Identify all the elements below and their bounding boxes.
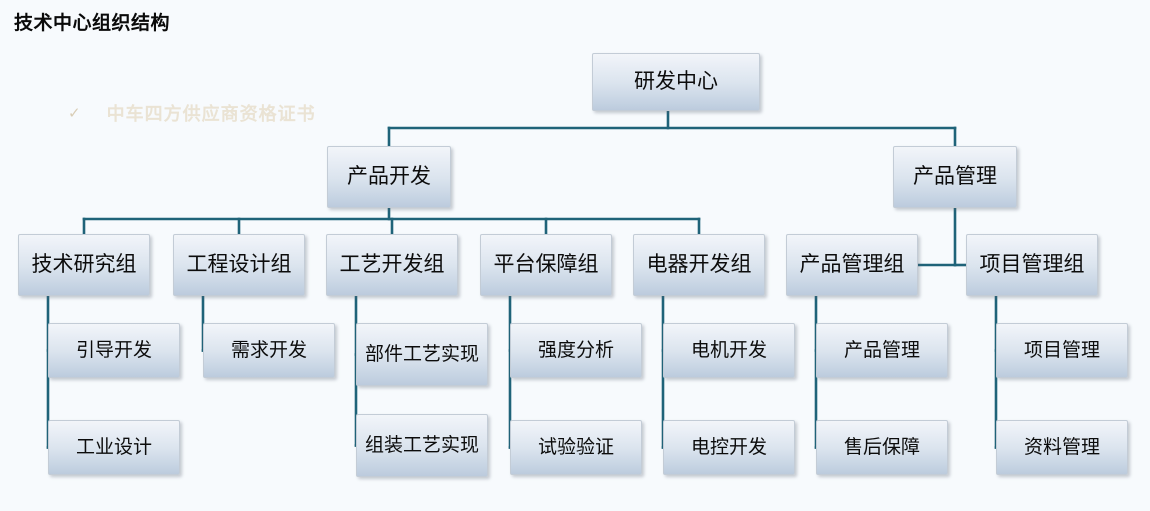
org-node-label: 工程设计组 xyxy=(187,253,292,277)
org-node-label: 引导开发 xyxy=(76,340,152,361)
org-node[interactable]: 组装工艺实现 xyxy=(356,414,488,477)
org-node[interactable]: 项目管理 xyxy=(996,323,1128,378)
org-node[interactable]: 电器开发组 xyxy=(633,234,765,296)
org-node[interactable]: 电控开发 xyxy=(663,420,795,475)
org-node-label: 项目管理 xyxy=(1024,340,1100,361)
org-node-label: 强度分析 xyxy=(538,340,614,361)
org-node-label: 产品管理 xyxy=(913,165,997,189)
org-node[interactable]: 电机开发 xyxy=(663,323,795,378)
org-node-label: 研发中心 xyxy=(634,70,718,94)
org-node[interactable]: 部件工艺实现 xyxy=(356,323,488,386)
org-node[interactable]: 产品管理 xyxy=(816,323,948,378)
org-node-label: 工业设计 xyxy=(76,437,152,458)
org-node[interactable]: 工程设计组 xyxy=(173,234,305,296)
org-node[interactable]: 产品管理 xyxy=(893,146,1017,208)
org-node[interactable]: 研发中心 xyxy=(592,53,760,111)
org-node[interactable]: 强度分析 xyxy=(510,323,642,378)
org-node[interactable]: 试验验证 xyxy=(510,420,642,475)
org-node-label: 产品管理组 xyxy=(800,253,905,277)
org-node[interactable]: 资料管理 xyxy=(996,420,1128,475)
org-node-label: 电控开发 xyxy=(691,437,767,458)
org-node[interactable]: 工艺开发组 xyxy=(326,234,458,296)
org-node-label: 售后保障 xyxy=(844,437,920,458)
org-node-label: 电机开发 xyxy=(691,340,767,361)
org-node-label: 需求开发 xyxy=(231,340,307,361)
org-node[interactable]: 产品管理组 xyxy=(786,234,918,296)
org-node-label: 产品管理 xyxy=(844,340,920,361)
org-node-label: 项目管理组 xyxy=(980,253,1085,277)
org-node-label: 试验验证 xyxy=(538,437,614,458)
org-node-label: 工艺开发组 xyxy=(340,253,445,277)
org-node-label: 产品开发 xyxy=(347,165,431,189)
org-node-label: 部件工艺实现 xyxy=(365,344,479,365)
org-node[interactable]: 售后保障 xyxy=(816,420,948,475)
org-node-label: 资料管理 xyxy=(1024,437,1100,458)
org-node[interactable]: 项目管理组 xyxy=(966,234,1098,296)
org-node-label: 平台保障组 xyxy=(494,253,599,277)
org-node-label: 技术研究组 xyxy=(32,253,137,277)
org-node[interactable]: 工业设计 xyxy=(48,420,180,475)
org-node[interactable]: 平台保障组 xyxy=(480,234,612,296)
org-node[interactable]: 引导开发 xyxy=(48,323,180,378)
org-node-label: 组装工艺实现 xyxy=(365,435,479,456)
org-node[interactable]: 需求开发 xyxy=(203,323,335,378)
org-node[interactable]: 产品开发 xyxy=(327,146,451,208)
org-node[interactable]: 技术研究组 xyxy=(18,234,150,296)
org-node-label: 电器开发组 xyxy=(647,253,752,277)
